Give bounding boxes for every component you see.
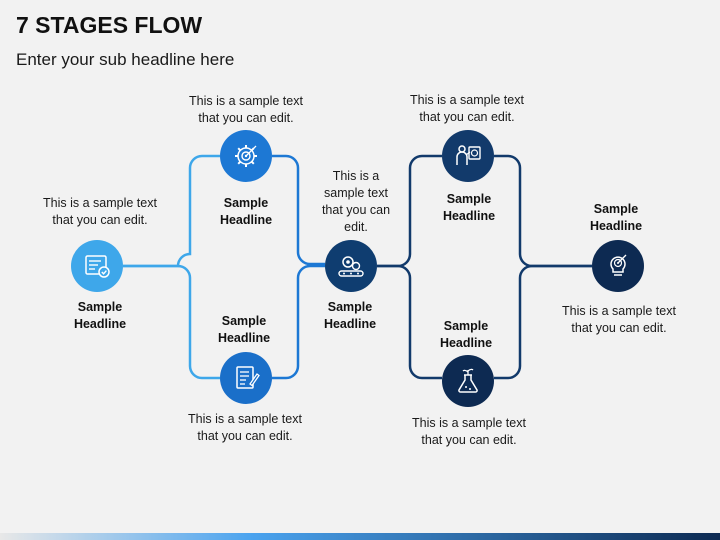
stage-7-headline: Sample Headline: [589, 202, 643, 233]
stage-7-text: This is a sample text that you can edit.: [562, 304, 676, 335]
stage-6-circle: [442, 355, 494, 407]
bulb-target-icon: [610, 254, 627, 276]
stage-2-headline: Sample Headline: [219, 196, 273, 227]
conveyor-gears-icon: [338, 256, 364, 277]
connector-5-7: [494, 154, 592, 268]
connector-1-3: [123, 264, 220, 380]
stage-3-text: This is a sample text that you can edit.: [188, 412, 302, 443]
stage-5-circle: [442, 130, 494, 182]
stage-4-headline: Sample Headline: [323, 300, 377, 331]
stage-4-text: This is a sample text that you can edit.: [321, 169, 391, 234]
stage-2-text: This is a sample text that you can edit.: [189, 94, 303, 125]
connector-1-2: [123, 154, 220, 268]
checklist-icon: [85, 255, 110, 278]
document-pen-icon: [236, 366, 260, 389]
stage-7-circle: [592, 240, 644, 292]
stage-2-circle: [220, 130, 272, 182]
connector-2-4: [272, 154, 325, 266]
page-subtitle: Enter your sub headline here: [16, 50, 235, 69]
gear-target-icon: [235, 145, 257, 167]
stage-6-text: This is a sample text that you can edit.: [412, 416, 526, 447]
bottom-accent-bar: [0, 533, 720, 540]
person-strategy-icon: [456, 145, 481, 165]
stage-4-circle: [325, 240, 377, 292]
stage-5-headline: Sample Headline: [442, 192, 496, 223]
stage-5-text: This is a sample text that you can edit.: [410, 93, 524, 124]
connector-3-4: [272, 264, 325, 380]
connector-6-7: [494, 264, 592, 380]
connector-4-6: [377, 264, 442, 380]
stage-1-circle: [71, 240, 123, 292]
stage-3-headline: Sample Headline: [217, 314, 271, 345]
stage-1-headline: Sample Headline: [73, 300, 127, 331]
stage-3-circle: [220, 352, 272, 404]
page-title: 7 STAGES FLOW: [16, 12, 203, 38]
connector-4-5: [377, 154, 442, 268]
stage-6-headline: Sample Headline: [439, 319, 493, 350]
stage-1-text: This is a sample text that you can edit.: [43, 196, 157, 227]
flask-plant-icon: [458, 368, 478, 393]
